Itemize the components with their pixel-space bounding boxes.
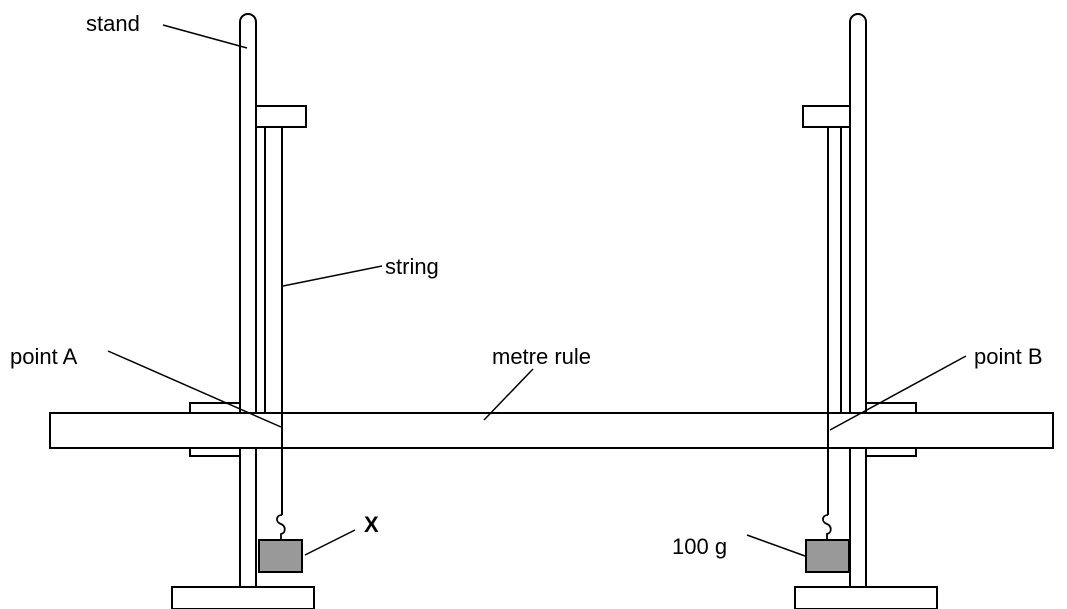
- right-stand-base: [794, 586, 938, 609]
- stand-label: stand: [86, 11, 140, 36]
- mass-x: [258, 514, 303, 573]
- mass-x-label: X: [364, 512, 379, 537]
- mass-100g-label: 100 g: [672, 534, 727, 559]
- point-b-label: point B: [974, 344, 1043, 369]
- point-b-leader-line: [829, 355, 967, 431]
- metre-rule-leader-line: [483, 368, 534, 421]
- metre-rule: [49, 412, 1054, 449]
- left-stand-base: [171, 586, 315, 609]
- right-string-support: [802, 105, 851, 128]
- mass-x-leader-line: [304, 529, 356, 556]
- string-leader-line: [282, 265, 383, 287]
- mass-x-block: [258, 539, 303, 573]
- right-clamp-top: [865, 402, 917, 414]
- point-a-leader-line: [107, 350, 282, 428]
- left-stand-rod: [239, 13, 257, 588]
- left-hook: [276, 514, 286, 540]
- string-label: string: [385, 254, 439, 279]
- left-stand: [171, 13, 315, 609]
- right-stand-rod: [849, 13, 867, 588]
- left-clamp-top: [189, 402, 241, 414]
- point-a-label: point A: [10, 344, 78, 369]
- right-hook: [822, 514, 832, 540]
- right-stand: [794, 13, 938, 609]
- mass-100g-block: [805, 539, 850, 573]
- mass-100g-leader-line: [746, 534, 806, 557]
- left-string-support: [255, 105, 307, 128]
- metre-rule-label: metre rule: [492, 344, 591, 369]
- mass-100g: [805, 514, 850, 573]
- stand-leader-line: [162, 24, 248, 49]
